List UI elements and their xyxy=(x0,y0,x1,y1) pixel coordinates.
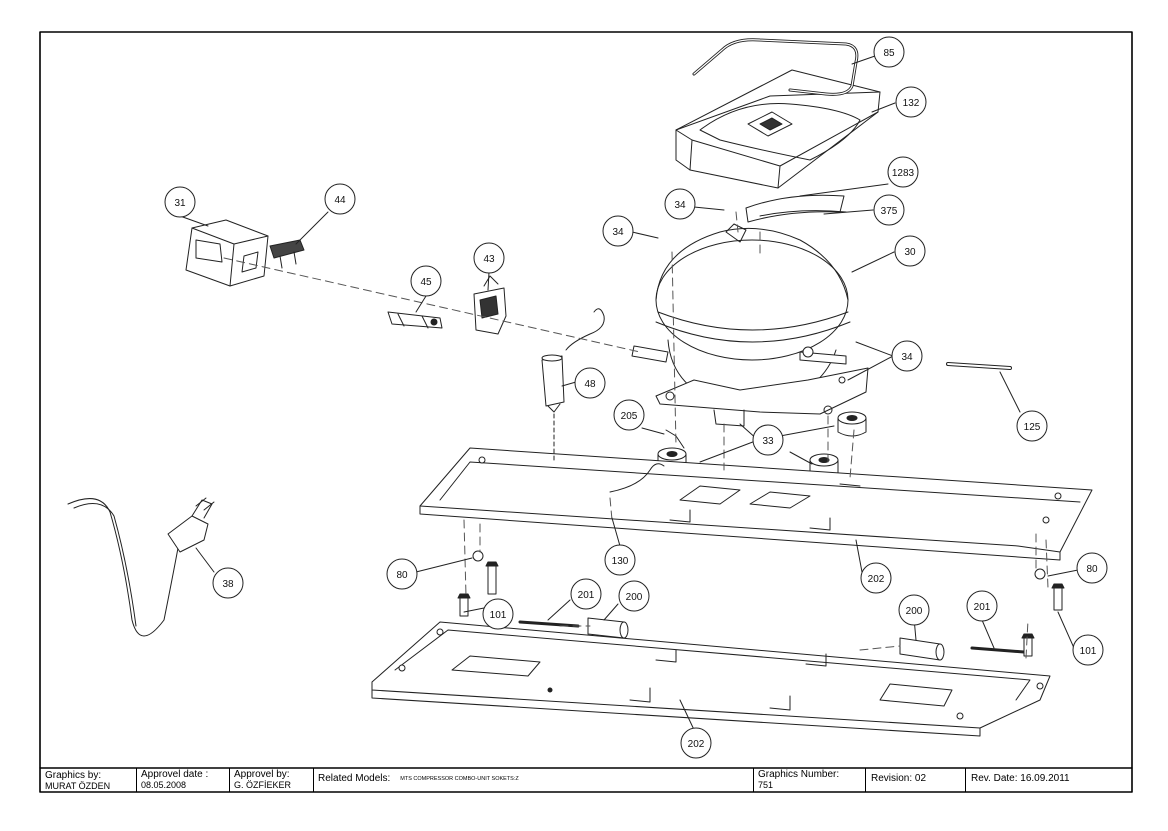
retaining-clip xyxy=(269,239,305,269)
start-relay xyxy=(473,275,507,335)
callout-132: 132 xyxy=(903,98,920,109)
graphics-by-cell: Graphics by: MURAT ÖZDEN xyxy=(42,768,137,792)
graphics-by-label: Graphics by: xyxy=(45,770,102,781)
graphics-number-label: Graphics Number: xyxy=(758,769,840,780)
callout-43: 43 xyxy=(483,254,495,265)
callout-200a: 200 xyxy=(626,592,643,603)
connection-wire xyxy=(609,463,665,493)
callout-bubbles xyxy=(164,36,1108,759)
graphics-number-value: 751 xyxy=(758,780,774,790)
overlay-sheets xyxy=(745,194,847,223)
callout-30-bubble xyxy=(894,235,926,267)
callout-101b: 101 xyxy=(1080,646,1097,657)
callout-201a-bubble xyxy=(570,578,602,610)
callout-38-bubble xyxy=(212,567,244,599)
callout-375: 375 xyxy=(881,206,898,217)
thermal-sensor xyxy=(665,429,685,449)
callout-200b: 200 xyxy=(906,606,923,617)
callout-200a-bubble xyxy=(618,580,650,612)
callout-43-bubble xyxy=(473,242,505,274)
graphics-number-cell: Graphics Number: 751 xyxy=(754,768,866,792)
callout-101a-bubble xyxy=(482,598,514,630)
callout-31: 31 xyxy=(174,198,186,209)
callout-45-bubble xyxy=(410,265,442,297)
revision-cell: Revision: 02 xyxy=(866,768,966,792)
revision-text: Revision: 02 xyxy=(871,773,927,784)
rev-date-text: Rev. Date: 16.09.2011 xyxy=(971,773,1070,784)
approvel-by-label: Approvel by: xyxy=(234,769,290,780)
callout-80a: 80 xyxy=(396,570,408,581)
approvel-by-cell: Approvel by: G. ÖZFİEKER xyxy=(230,768,314,792)
callout-132-bubble xyxy=(895,86,927,118)
approvel-date-value: 08.05.2008 xyxy=(141,780,187,790)
related-models-value: MTS COMPRESSOR COMBO-UNIT SOKETS:Z xyxy=(400,776,519,782)
callout-125-bubble xyxy=(1016,410,1048,442)
callout-44-bubble xyxy=(324,183,356,215)
callout-85-bubble xyxy=(873,36,905,68)
callout-34b: 34 xyxy=(612,227,624,238)
callout-201b: 201 xyxy=(974,602,991,613)
callout-130: 130 xyxy=(612,556,629,567)
approvel-by-value: G. ÖZFİEKER xyxy=(234,780,292,790)
callout-125: 125 xyxy=(1024,422,1041,433)
loop-tube xyxy=(692,38,859,96)
related-models-label: Related Models: xyxy=(318,773,391,784)
rod-125 xyxy=(946,362,1012,370)
callout-34b-bubble xyxy=(602,215,634,247)
callout-30: 30 xyxy=(904,247,916,258)
callout-85: 85 xyxy=(883,48,895,59)
callout-130-bubble xyxy=(604,544,636,576)
callout-201b-bubble xyxy=(966,590,998,622)
callout-202b: 202 xyxy=(688,739,705,750)
screws xyxy=(457,550,1065,657)
callout-202a: 202 xyxy=(868,574,885,585)
related-models-cell: Related Models: MTS COMPRESSOR COMBO-UNIT… xyxy=(314,768,754,792)
sheet-border xyxy=(39,31,1133,793)
power-cord xyxy=(67,497,215,637)
callout-80b-bubble xyxy=(1076,552,1108,584)
callout-202a-bubble xyxy=(860,562,892,594)
callout-34c-bubble xyxy=(891,340,923,372)
spacer-sleeves xyxy=(518,617,1026,661)
callout-31-bubble xyxy=(164,186,196,218)
callout-1283-bubble xyxy=(887,156,919,188)
callout-44: 44 xyxy=(334,195,346,206)
callout-34a-bubble xyxy=(664,188,696,220)
callout-33: 33 xyxy=(762,436,774,447)
callout-numbers: 85 132 1283 375 34 34 34 30 31 44 43 45 … xyxy=(174,48,1098,750)
callout-101b-bubble xyxy=(1072,634,1104,666)
callout-48-bubble xyxy=(574,367,606,399)
assembly-guides xyxy=(223,211,1049,659)
relay-cover xyxy=(185,219,269,287)
leader-lines xyxy=(179,55,1079,735)
callout-80a-bubble xyxy=(386,558,418,590)
callout-1283: 1283 xyxy=(892,168,915,179)
approvel-date-label: Approvel date : xyxy=(141,769,209,780)
approvel-date-cell: Approvel date : 08.05.2008 xyxy=(137,768,230,792)
rev-date-cell: Rev. Date: 16.09.2011 xyxy=(966,768,1132,792)
callout-38: 38 xyxy=(222,579,234,590)
callout-80b: 80 xyxy=(1086,564,1098,575)
overload-protector xyxy=(387,311,443,329)
callout-101a: 101 xyxy=(490,610,507,621)
graphics-by-value: MURAT ÖZDEN xyxy=(45,781,111,791)
capacitor xyxy=(541,308,605,461)
callout-34a: 34 xyxy=(674,200,686,211)
callout-48: 48 xyxy=(584,379,596,390)
callout-375-bubble xyxy=(873,194,905,226)
compressor xyxy=(631,223,869,427)
callout-205: 205 xyxy=(621,411,638,422)
callout-202b-bubble xyxy=(680,727,712,759)
callout-45: 45 xyxy=(420,277,432,288)
lower-base-plate xyxy=(371,621,1051,737)
upper-base-plate xyxy=(419,447,1093,561)
callout-200b-bubble xyxy=(898,594,930,626)
callout-201a: 201 xyxy=(578,590,595,601)
callout-33-bubble xyxy=(752,424,784,456)
callout-34c: 34 xyxy=(901,352,913,363)
callout-205-bubble xyxy=(613,399,645,431)
